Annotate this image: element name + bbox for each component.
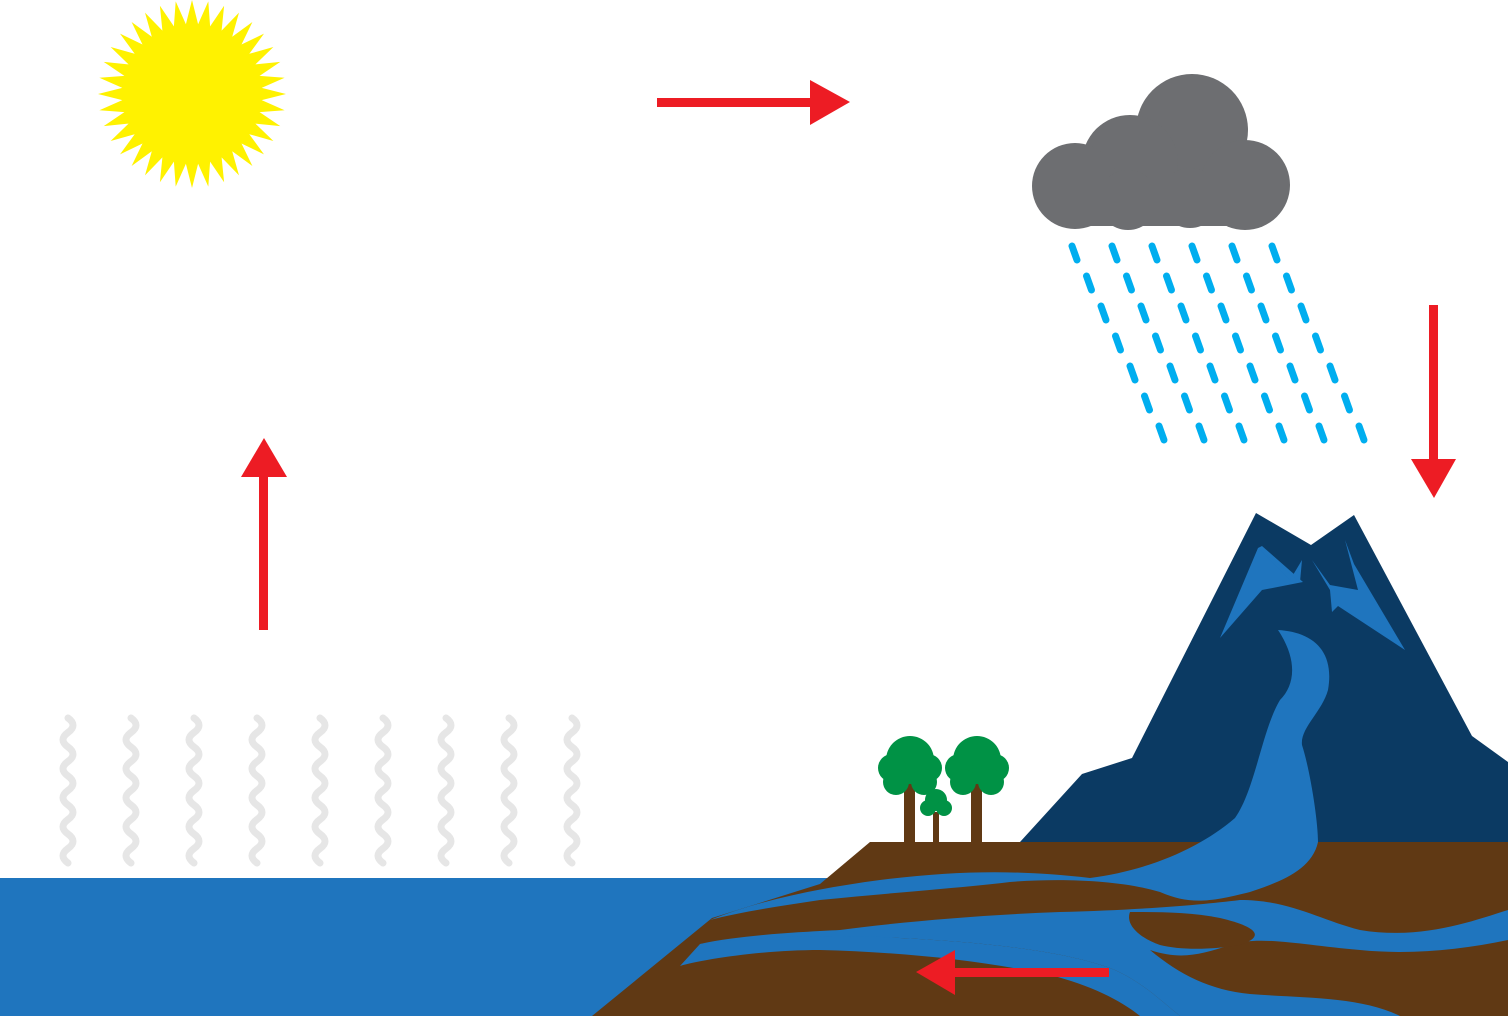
rain-drop (1341, 392, 1353, 414)
rain-drop (1112, 332, 1124, 354)
vapor-wave (122, 714, 140, 867)
vapor-wave (437, 714, 455, 867)
rain-drop (1166, 362, 1179, 384)
rain-drop (1283, 272, 1295, 294)
rain-drop (1315, 422, 1328, 444)
rain-drop (1257, 302, 1270, 324)
rain-drop (1152, 332, 1164, 354)
rain-drop (1188, 242, 1201, 264)
rain-drop (1235, 422, 1248, 444)
rain-drop (1312, 332, 1324, 354)
vapor-wave (311, 714, 329, 867)
arrow-down-icon (1411, 305, 1456, 498)
vapor-icon (59, 714, 581, 867)
sun-core (128, 30, 256, 158)
rain-drop (1232, 332, 1244, 354)
rain-drop (1141, 392, 1153, 414)
rain-drop (1286, 362, 1299, 384)
rain-drop (1148, 242, 1161, 264)
rain-drop (1206, 362, 1219, 384)
arrow-right-icon (657, 80, 850, 125)
rain-drop (1221, 392, 1233, 414)
rain-drop (1297, 302, 1310, 324)
rain-drop (1203, 272, 1215, 294)
rain-drop (1155, 422, 1168, 444)
rain-drop (1126, 362, 1139, 384)
soil-lower-bank (1129, 912, 1255, 949)
vapor-wave (248, 714, 266, 867)
rain-drop (1228, 242, 1241, 264)
rain-drop (1163, 272, 1175, 294)
vapor-wave (500, 714, 518, 867)
rain-drop (1261, 392, 1273, 414)
rain-drop (1083, 272, 1095, 294)
rain-drop (1301, 392, 1313, 414)
rain-drop (1192, 332, 1204, 354)
tree-icon (878, 736, 942, 842)
rain-drop (1108, 242, 1121, 264)
rain-drop (1195, 422, 1208, 444)
tree-icon (920, 789, 952, 842)
mountain-highlight (1220, 540, 1405, 650)
vapor-wave (374, 714, 392, 867)
rain-drop (1137, 302, 1150, 324)
rain-drop (1246, 362, 1259, 384)
rain-drop (1097, 302, 1110, 324)
vapor-wave (59, 714, 77, 867)
rain-drop (1275, 422, 1288, 444)
rain-drop (1181, 392, 1193, 414)
trees (878, 736, 1009, 842)
mountain-icon (1020, 513, 1508, 842)
rain-drop (1123, 272, 1135, 294)
vapor-wave (563, 714, 581, 867)
mountain-body (1020, 513, 1508, 842)
rain-drop (1243, 272, 1255, 294)
arrow-up-icon (241, 438, 287, 630)
rain-drop (1272, 332, 1284, 354)
rain-drop (1268, 242, 1281, 264)
sun-icon (98, 0, 286, 188)
rain-drop (1355, 422, 1368, 444)
rain-drop (1177, 302, 1190, 324)
vapor-wave (185, 714, 203, 867)
cloud-icon (1032, 74, 1290, 230)
arrow-left-icon (916, 950, 1109, 995)
tree-icon (945, 736, 1009, 842)
rain-drop (1326, 362, 1339, 384)
river-underground (700, 900, 1508, 1016)
river-lower (680, 936, 1180, 1016)
mountain-highlight-2 (1258, 548, 1302, 582)
rain-drop (1217, 302, 1230, 324)
rain-drop (1068, 242, 1081, 264)
rain-icon (1068, 242, 1368, 444)
